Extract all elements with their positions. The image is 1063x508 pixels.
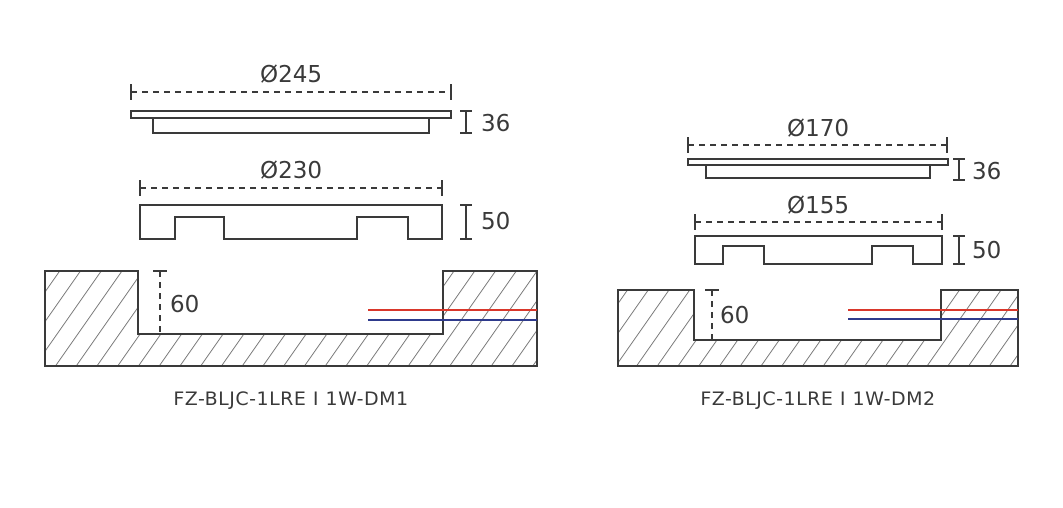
cover-height-dimension-dm1: 36 [460,110,510,137]
recess-depth-dimension-dm1: 60 [153,270,199,334]
frame-height-label-dm1: 50 [481,209,510,235]
floor-recess-dm1 [44,270,538,367]
recess-depth-label-dm1: 60 [170,292,199,318]
frame-diameter-dimension-dm2: Ø155 [694,193,943,230]
cover-diameter-dimension-dm2: Ø170 [687,116,948,153]
cover-diameter-label-dm1: Ø245 [260,62,322,88]
cover-plate-dm1 [130,110,452,134]
recess-depth-label-dm2: 60 [720,303,749,329]
diagram-dm1: Ø245 36 Ø230 50 [44,62,538,410]
frame-height-dimension-dm1: 50 [460,204,510,240]
frame-diameter-label-dm1: Ø230 [260,158,322,184]
recess-depth-dimension-dm2: 60 [705,289,749,340]
cover-height-label-dm2: 36 [972,159,1001,185]
frame-height-dimension-dm2: 50 [953,235,1001,265]
frame-diameter-dimension-dm1: Ø230 [139,158,443,196]
cover-height-dimension-dm2: 36 [953,158,1001,185]
model-label-dm2: FZ-BLJC-1LRE I 1W-DM2 [700,388,935,410]
diagram-dm2: Ø170 36 Ø155 50 [617,116,1019,410]
frame-height-label-dm2: 50 [972,238,1001,264]
frame-dm1 [139,204,443,240]
floor-recess-dm2 [617,289,1019,367]
frame-dm2 [694,235,943,265]
cover-plate-dm2 [687,158,949,179]
cover-height-label-dm1: 36 [481,111,510,137]
cover-diameter-dimension-dm1: Ø245 [130,62,452,100]
cover-diameter-label-dm2: Ø170 [787,116,849,142]
model-label-dm1: FZ-BLJC-1LRE I 1W-DM1 [173,388,408,410]
frame-diameter-label-dm2: Ø155 [787,193,849,219]
